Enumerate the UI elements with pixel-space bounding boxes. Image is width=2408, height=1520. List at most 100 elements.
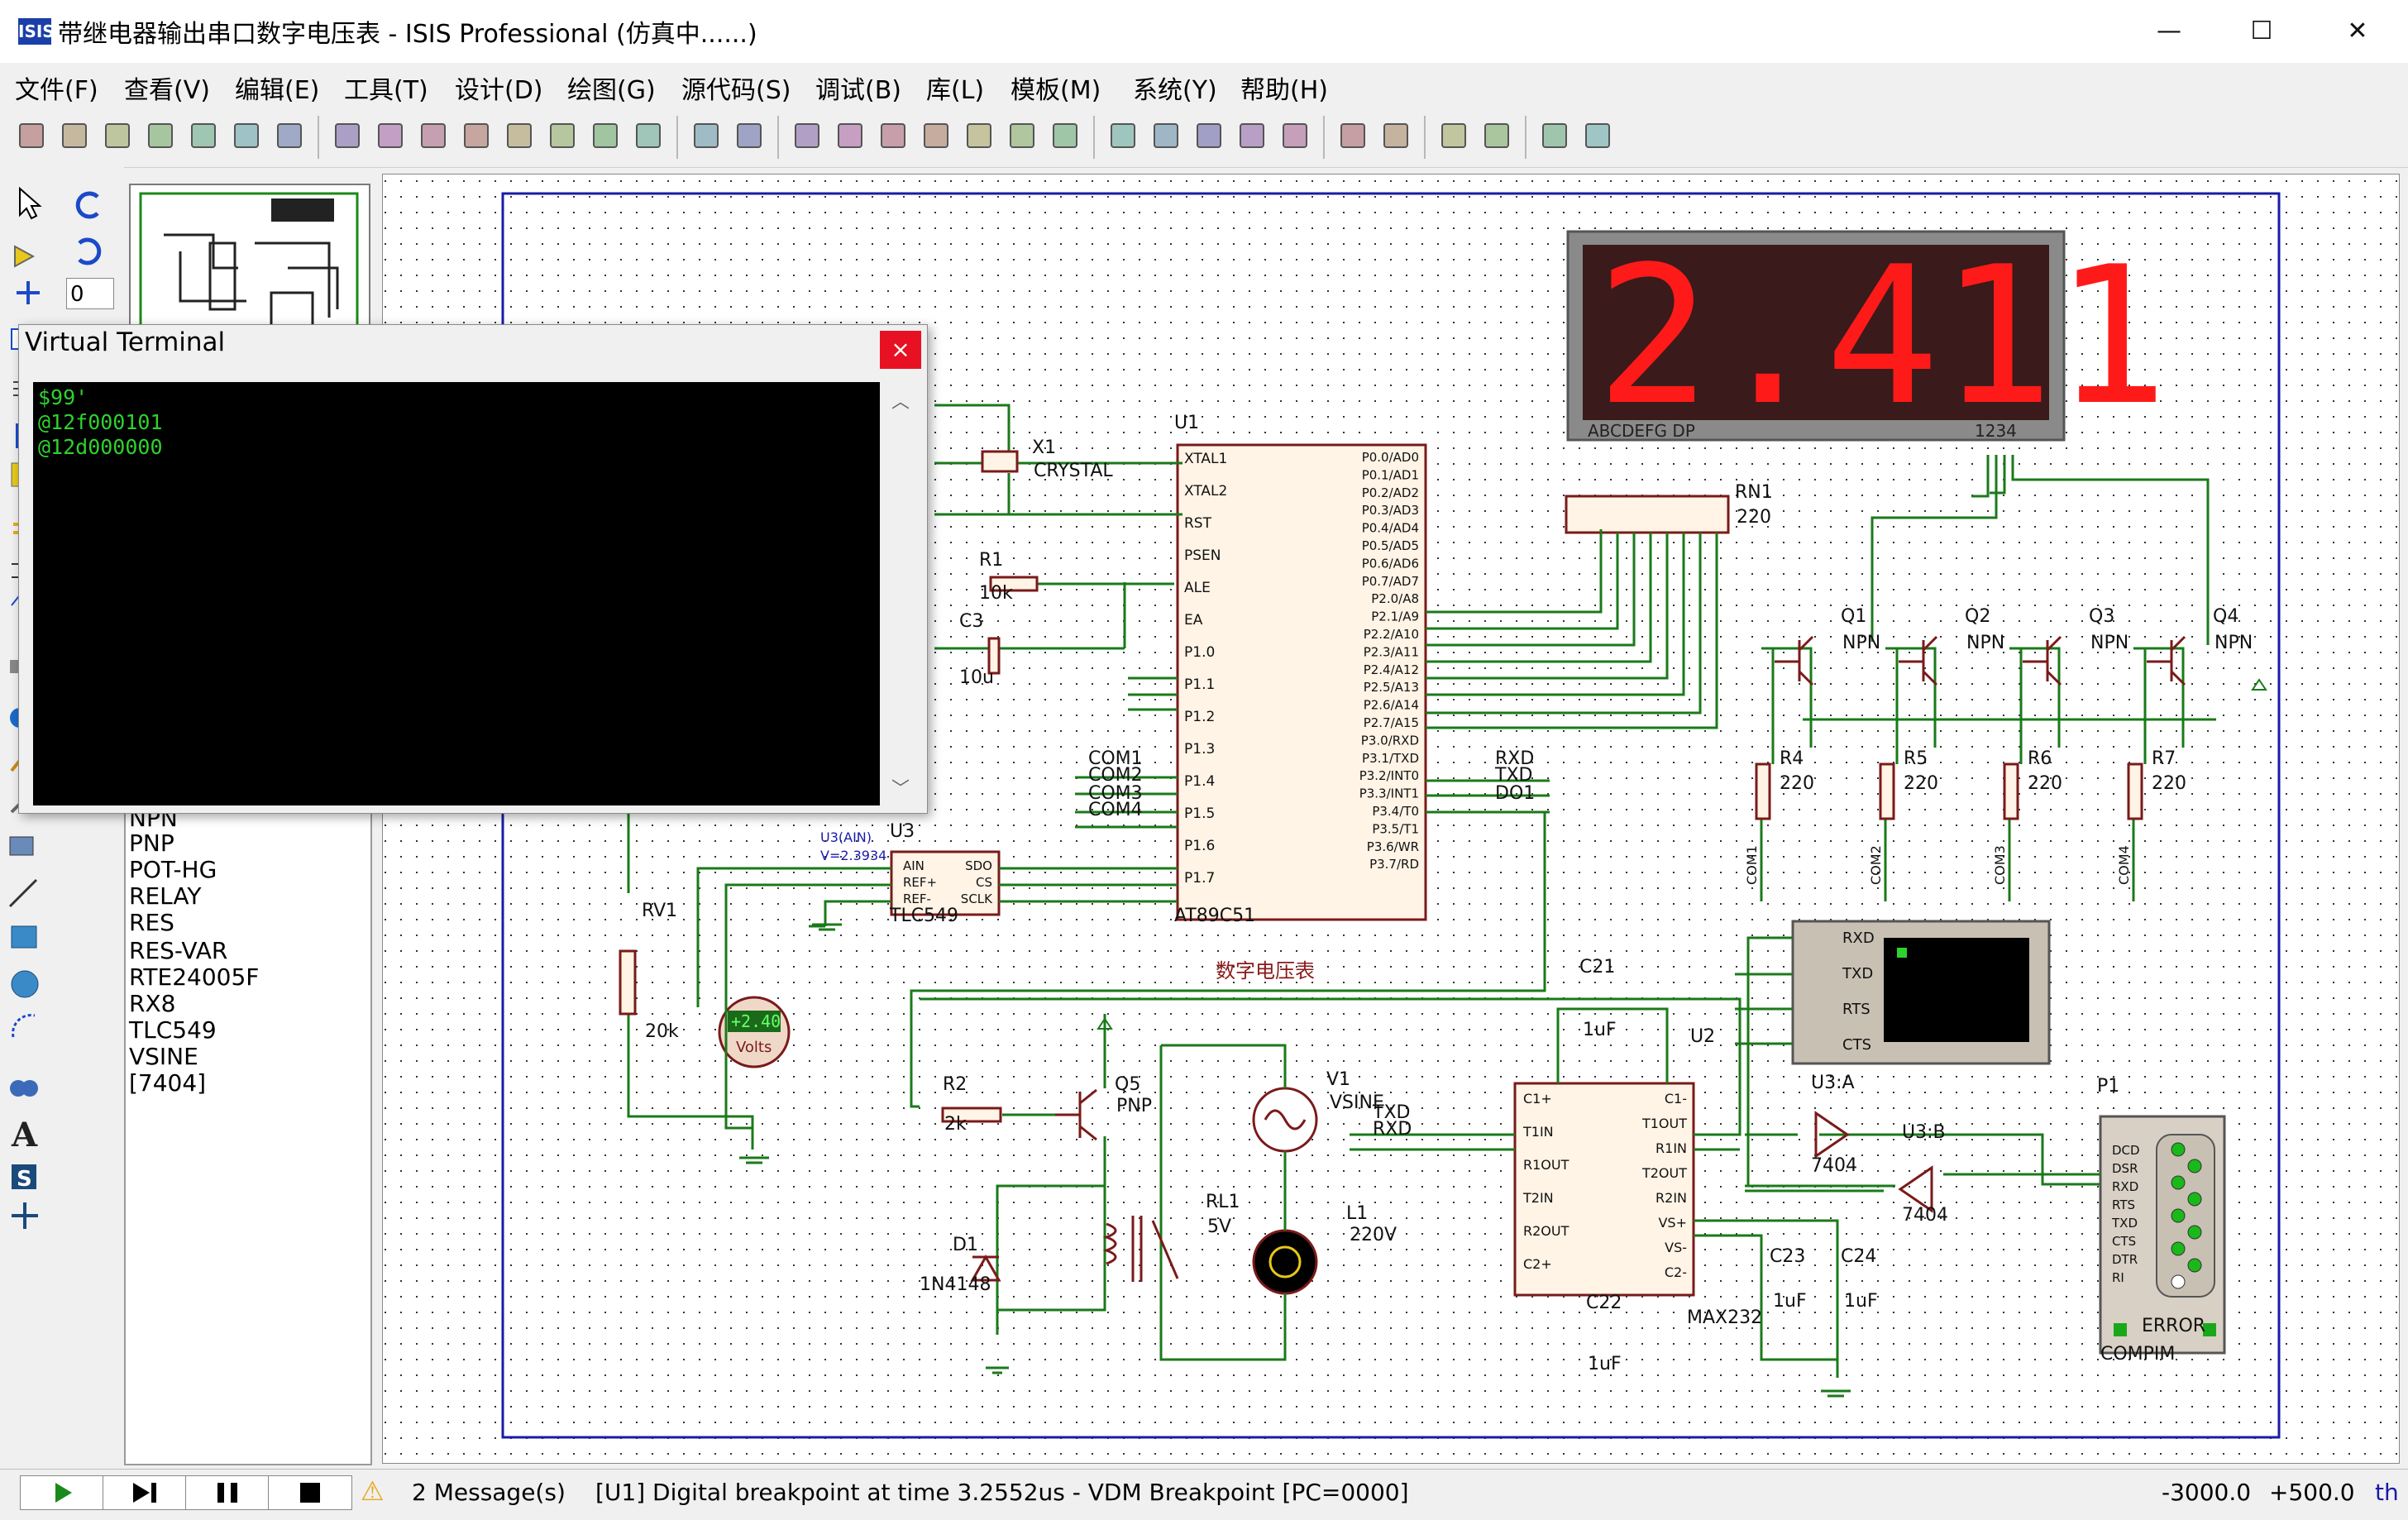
block-rotate-icon[interactable] [1006,119,1039,152]
list-item[interactable]: RES-VAR [129,937,228,964]
rotate-cw-icon[interactable] [75,191,99,219]
symbol-tool-icon[interactable]: S [12,1164,36,1192]
minimize-button[interactable]: — [2157,17,2181,45]
menu-source[interactable]: 源代码(S) [681,76,791,105]
menu-template[interactable]: 模板(M) [1010,76,1101,105]
wire-autorouter-icon[interactable] [1278,119,1312,152]
netlist-icon[interactable] [1437,119,1470,152]
box-tool-icon[interactable] [11,925,37,949]
menu-graph[interactable]: 绘图(G) [567,76,656,105]
refresh-icon[interactable] [331,119,364,152]
area-icon[interactable] [273,119,306,152]
block-copy-icon[interactable] [920,119,953,152]
capacitor-c3[interactable] [987,637,1001,675]
terminal-close-button[interactable]: × [880,331,921,369]
terminal-scrollbar[interactable]: ︿ ﹀ [883,382,916,805]
import-icon[interactable] [144,119,177,152]
menu-tools[interactable]: 工具(T) [344,76,428,105]
list-item[interactable]: POT-HG [129,856,217,883]
arc-tool-icon[interactable] [12,1014,36,1038]
list-item[interactable]: VSINE [129,1043,198,1070]
property-tool-icon[interactable] [1379,119,1412,152]
resistor-r2[interactable] [941,1107,1002,1123]
zoom-all-icon[interactable] [589,119,622,152]
passive-components[interactable] [619,450,2143,1123]
maximize-button[interactable]: ☐ [2250,17,2273,45]
search-icon[interactable] [1336,119,1369,152]
menu-file[interactable]: 文件(F) [15,76,98,105]
stop-button[interactable] [268,1475,352,1510]
crystal-x1[interactable] [981,450,1019,473]
printer-device-icon[interactable] [9,836,34,856]
paste-icon[interactable] [877,119,910,152]
bill-icon[interactable] [1480,119,1513,152]
step-button[interactable] [103,1475,187,1510]
potentiometer-rv1[interactable] [619,949,637,1016]
resistor-r7[interactable] [2127,762,2143,820]
scroll-up-icon[interactable]: ︿ [891,392,910,413]
zoom-in-icon[interactable] [503,119,536,152]
menu-system[interactable]: 系统(Y) [1133,76,1217,105]
list-item[interactable]: RES [129,909,174,936]
print-icon[interactable] [230,119,263,152]
selection-mode-icon[interactable] [19,186,42,220]
rotate-ccw-icon[interactable] [78,237,102,265]
list-item[interactable]: RELAY [129,882,202,910]
pan-icon[interactable] [460,119,493,152]
marker-tool-icon[interactable] [12,1202,38,1229]
block-move-icon[interactable] [963,119,996,152]
rotation-angle-field[interactable]: 0 [66,278,114,309]
menu-view[interactable]: 查看(V) [124,76,210,105]
resistor-r1[interactable] [989,576,1039,592]
cut-icon[interactable] [791,119,824,152]
messages-count[interactable]: 2 Message(s) [412,1479,566,1506]
list-item[interactable]: PNP [129,829,174,857]
resistor-network-rn1[interactable] [1565,495,1730,534]
zoom-out-icon[interactable] [546,119,579,152]
path-tool-icon[interactable] [10,1080,38,1097]
resistor-r4[interactable] [1755,762,1771,820]
grid-icon[interactable] [374,119,407,152]
pause-button[interactable] [185,1475,270,1510]
origin-icon[interactable] [417,119,450,152]
block-delete-icon[interactable] [1049,119,1082,152]
seven-segment-display[interactable]: 2.411 ABCDEFG DP 1234 [1566,227,2168,447]
open-icon[interactable] [58,119,91,152]
close-button[interactable]: ✕ [2347,17,2368,45]
menu-design[interactable]: 设计(D) [455,76,543,105]
menu-edit[interactable]: 编辑(E) [235,76,320,105]
scroll-down-icon[interactable]: ﹀ [891,779,910,800]
line-tool-icon[interactable] [8,878,38,908]
list-item[interactable]: RX8 [129,990,176,1017]
lamp-l1[interactable] [1252,1229,1318,1295]
junction-mode-icon[interactable] [17,281,40,304]
save-icon[interactable] [101,119,134,152]
mcu-u1[interactable]: XTAL1XTAL2RSTPSENALEEAP1.0P1.1P1.2P1.3P1… [1176,443,1427,921]
terminal-output[interactable] [33,382,880,805]
list-item[interactable]: RTE24005F [129,963,260,991]
copy-icon[interactable] [834,119,867,152]
resistor-r5[interactable] [1879,762,1895,820]
menu-library[interactable]: 库(L) [926,76,985,105]
menu-help[interactable]: 帮助(H) [1240,76,1328,105]
make-device-icon[interactable] [1149,119,1182,152]
check-icon[interactable] [1538,119,1571,152]
zoom-area-icon[interactable] [632,119,665,152]
list-item[interactable]: [7404] [129,1069,207,1097]
list-item[interactable]: TLC549 [129,1016,217,1044]
rs232-driver-u2[interactable]: C1+T1INR1OUTT2INR2OUTC2+C1-T1OUTR1INT2OU… [1513,1082,1695,1297]
decompose-icon[interactable] [1235,119,1268,152]
pick-device-icon[interactable] [1106,119,1140,152]
new-icon[interactable] [15,119,48,152]
component-mode-icon[interactable] [14,245,36,268]
menu-debug[interactable]: 调试(B) [815,76,901,105]
undo-icon[interactable] [690,119,723,152]
export-icon[interactable] [187,119,220,152]
text-tool-icon[interactable]: A [11,1116,38,1154]
redo-icon[interactable] [733,119,766,152]
ares-icon[interactable] [1581,119,1614,152]
circle-tool-icon[interactable] [11,970,39,998]
